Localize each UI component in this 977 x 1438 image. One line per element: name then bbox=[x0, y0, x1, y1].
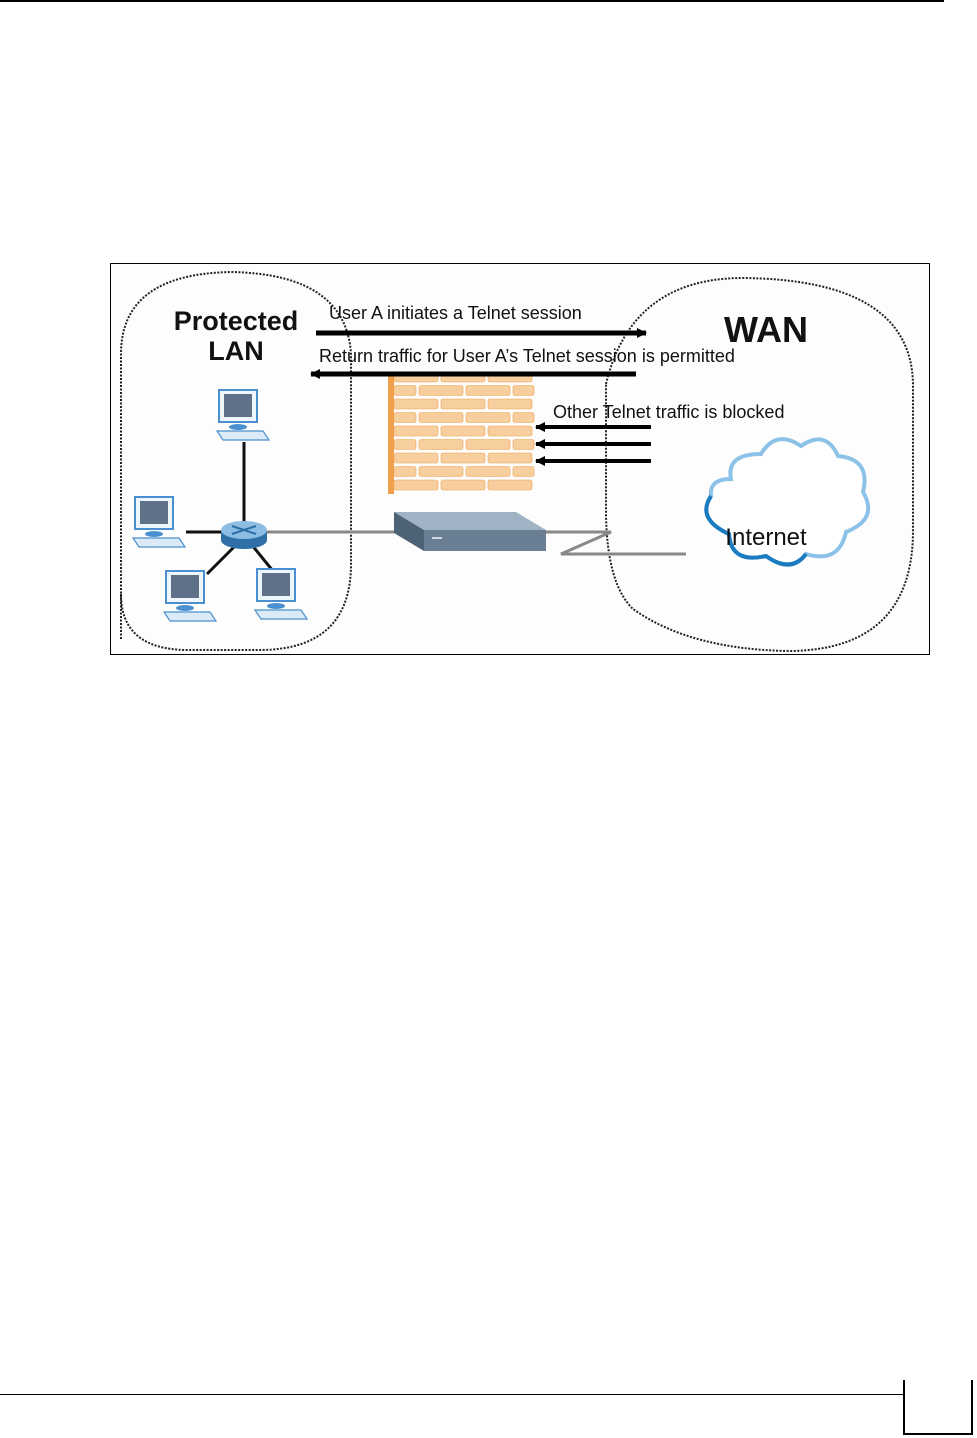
brick bbox=[393, 425, 439, 437]
brick bbox=[393, 479, 439, 491]
monitor-base bbox=[145, 531, 163, 537]
lan-title-line1: Protected bbox=[174, 306, 299, 336]
brick bbox=[487, 425, 533, 437]
brick bbox=[512, 385, 535, 396]
brick bbox=[512, 412, 535, 423]
firewall-icon bbox=[388, 371, 535, 494]
diagram-canvas: Protected LAN WAN User A initiates a Tel… bbox=[120, 270, 914, 653]
brick bbox=[418, 412, 464, 423]
keyboard bbox=[131, 537, 187, 548]
computer-icon-left bbox=[131, 496, 187, 548]
lan-zone-boundary bbox=[120, 270, 352, 651]
router-icon bbox=[221, 521, 267, 549]
wan-title: WAN bbox=[724, 309, 808, 350]
lan-title-line2: LAN bbox=[208, 336, 264, 366]
internet-cloud-label: Internet bbox=[725, 524, 807, 551]
brick bbox=[418, 466, 464, 477]
firewall-telnet-diagram: Protected LAN WAN User A initiates a Tel… bbox=[110, 263, 930, 655]
keyboard bbox=[253, 609, 309, 620]
blocked-traffic-label: Other Telnet traffic is blocked bbox=[553, 402, 784, 422]
brick bbox=[465, 385, 511, 396]
keyboard bbox=[215, 430, 271, 441]
brick bbox=[440, 452, 486, 464]
monitor-screen bbox=[171, 575, 199, 598]
header-rule bbox=[0, 0, 944, 2]
brick bbox=[393, 466, 417, 477]
monitor-base bbox=[267, 603, 285, 609]
monitor-screen bbox=[224, 394, 252, 417]
brick bbox=[393, 398, 439, 410]
keyboard bbox=[162, 611, 218, 622]
monitor-screen bbox=[140, 501, 168, 524]
monitor-base bbox=[176, 605, 194, 611]
brick bbox=[465, 466, 511, 477]
brick bbox=[440, 479, 486, 491]
brick bbox=[393, 452, 439, 464]
return-arrow-label: Return traffic for User A’s Telnet sessi… bbox=[319, 346, 735, 366]
lan-link-bottom-left bbox=[205, 542, 239, 576]
outbound-arrow-label: User A initiates a Telnet session bbox=[329, 303, 582, 323]
brick bbox=[393, 412, 417, 423]
footer-rule bbox=[0, 1394, 905, 1395]
lan-link-bottom-right bbox=[249, 543, 275, 572]
computer-icon-bottom-right bbox=[253, 568, 309, 620]
computer-icon-top bbox=[215, 389, 271, 441]
firewall-appliance-icon bbox=[394, 512, 546, 551]
brick bbox=[487, 479, 533, 491]
brick bbox=[487, 398, 533, 410]
brick bbox=[440, 425, 486, 437]
brick bbox=[487, 452, 533, 464]
firewall-side bbox=[388, 372, 394, 494]
brick bbox=[418, 385, 464, 396]
brick bbox=[512, 439, 535, 450]
brick bbox=[465, 439, 511, 450]
wan-zone-boundary bbox=[605, 276, 914, 653]
brick bbox=[393, 385, 417, 396]
internet-cloud-icon bbox=[704, 437, 871, 567]
monitor-screen bbox=[262, 573, 290, 596]
monitor-base bbox=[229, 424, 247, 430]
wan-link bbox=[541, 530, 686, 556]
brick bbox=[440, 398, 486, 410]
brick bbox=[418, 439, 464, 450]
brick bbox=[393, 439, 417, 450]
brick bbox=[512, 466, 535, 477]
brick bbox=[465, 412, 511, 423]
page-number-box bbox=[903, 1380, 973, 1435]
computer-icon-bottom-left bbox=[162, 570, 218, 622]
